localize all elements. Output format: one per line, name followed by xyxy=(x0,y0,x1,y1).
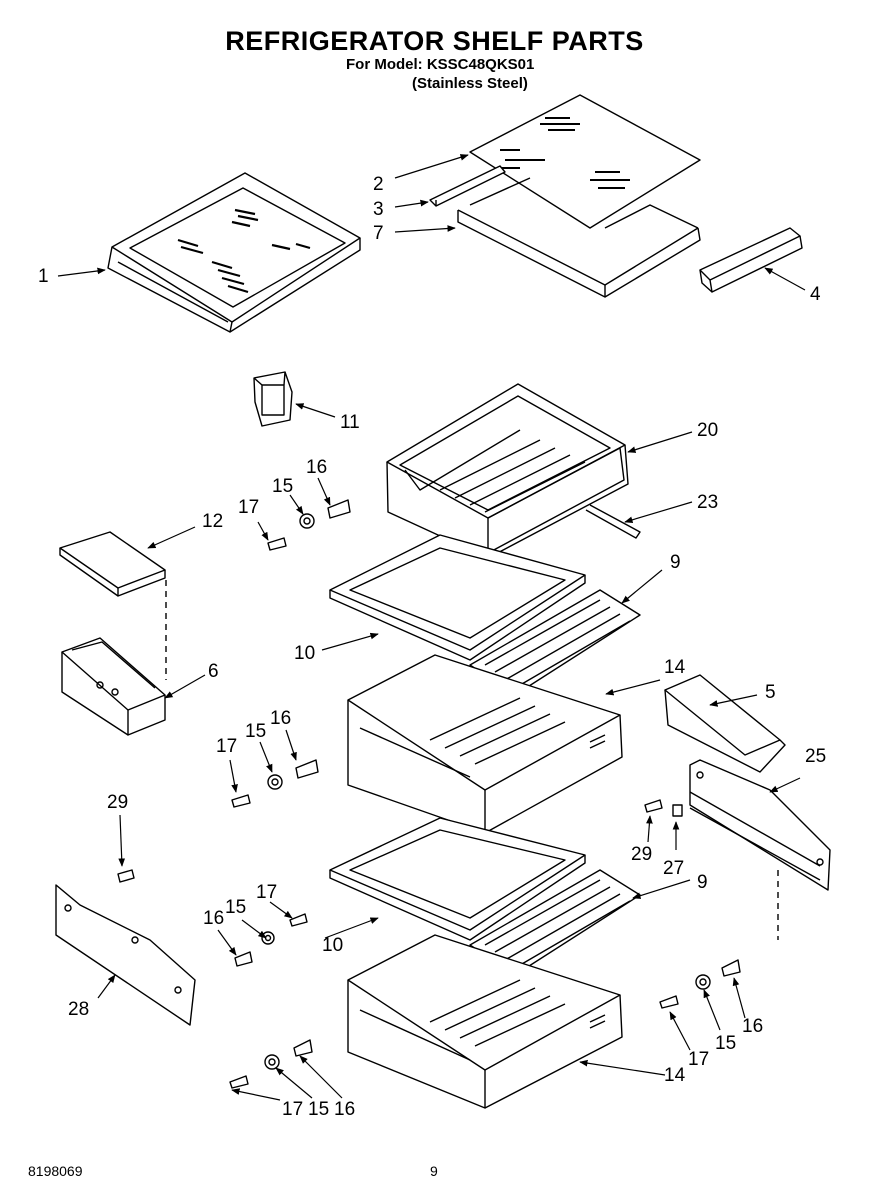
callout-15-b: 15 xyxy=(245,721,266,742)
side-bracket-part-28 xyxy=(55,884,196,1026)
callout-2: 2 xyxy=(373,174,384,195)
callout-29-b: 29 xyxy=(631,844,652,865)
callout-25: 25 xyxy=(805,746,826,767)
screw-set-d xyxy=(234,913,308,967)
lid-part-12 xyxy=(59,531,166,597)
callout-7: 7 xyxy=(373,223,384,244)
glass-shelf-part-10-upper xyxy=(329,534,586,661)
callout-15-c: 15 xyxy=(225,897,246,918)
callout-11: 11 xyxy=(340,412,360,433)
glass-shelf-part-1 xyxy=(107,172,361,333)
rear-rail-part-4 xyxy=(699,227,803,293)
callout-16-b: 16 xyxy=(270,708,291,729)
callout-12: 12 xyxy=(202,511,223,532)
screw-set-a xyxy=(267,499,351,551)
front-rail-part-3 xyxy=(429,165,506,207)
rod-part-23 xyxy=(585,504,641,539)
screw-part-29-right xyxy=(644,799,663,813)
callout-14-a: 14 xyxy=(664,657,686,678)
callout-17-c: 17 xyxy=(256,882,277,903)
callout-10-b: 10 xyxy=(322,935,343,956)
page-title: REFRIGERATOR SHELF PARTS xyxy=(225,26,644,56)
callout-17-e: 17 xyxy=(282,1099,303,1120)
callout-10-a: 10 xyxy=(294,643,315,664)
callout-16-c: 16 xyxy=(203,908,224,929)
screw-set-e xyxy=(229,1039,313,1089)
shelf-frame-part-7 xyxy=(457,177,701,298)
crisper-drawer-part-14-upper xyxy=(347,654,623,834)
finish-line: (Stainless Steel) xyxy=(412,75,528,92)
callout-16-a: 16 xyxy=(306,457,327,478)
callout-9-a: 9 xyxy=(670,552,681,573)
callout-14-b: 14 xyxy=(664,1065,686,1086)
callout-28: 28 xyxy=(68,999,89,1020)
callout-29-a: 29 xyxy=(107,792,128,813)
callout-15-e: 15 xyxy=(308,1099,329,1120)
screw-set-b xyxy=(231,759,319,808)
callout-23: 23 xyxy=(697,492,718,513)
glass-panel-part-2 xyxy=(469,94,701,229)
doc-number: 8198069 xyxy=(28,1163,83,1179)
callout-17-d: 17 xyxy=(688,1049,709,1070)
crisper-drawer-part-14-lower xyxy=(347,934,623,1109)
upper-drawer-part-20 xyxy=(386,383,629,559)
glass-shelf-part-10-lower xyxy=(329,817,586,941)
callout-27: 27 xyxy=(663,858,684,879)
callout-16-d: 16 xyxy=(742,1016,763,1037)
callout-9-b: 9 xyxy=(697,872,708,893)
callout-4: 4 xyxy=(810,284,821,305)
page-number: 9 xyxy=(430,1163,438,1179)
callout-17-a: 17 xyxy=(238,497,259,518)
callout-15-a: 15 xyxy=(272,476,293,497)
callout-1: 1 xyxy=(38,266,49,287)
callout-20: 20 xyxy=(697,420,718,441)
model-line: For Model: KSSC48QKS01 xyxy=(346,56,535,73)
screw-part-29-left xyxy=(117,869,135,883)
callout-6: 6 xyxy=(208,661,219,682)
side-bracket-part-25 xyxy=(689,759,831,891)
bin-part-6 xyxy=(61,637,166,736)
callout-17-b: 17 xyxy=(216,736,237,757)
clip-part-27 xyxy=(672,804,683,817)
callout-15-d: 15 xyxy=(715,1033,736,1054)
screw-set-c xyxy=(659,959,741,1009)
callout-3: 3 xyxy=(373,199,384,220)
cover-part-5 xyxy=(664,674,786,773)
callout-5: 5 xyxy=(765,682,776,703)
bracket-part-11 xyxy=(253,371,293,427)
callout-16-e: 16 xyxy=(334,1099,355,1120)
